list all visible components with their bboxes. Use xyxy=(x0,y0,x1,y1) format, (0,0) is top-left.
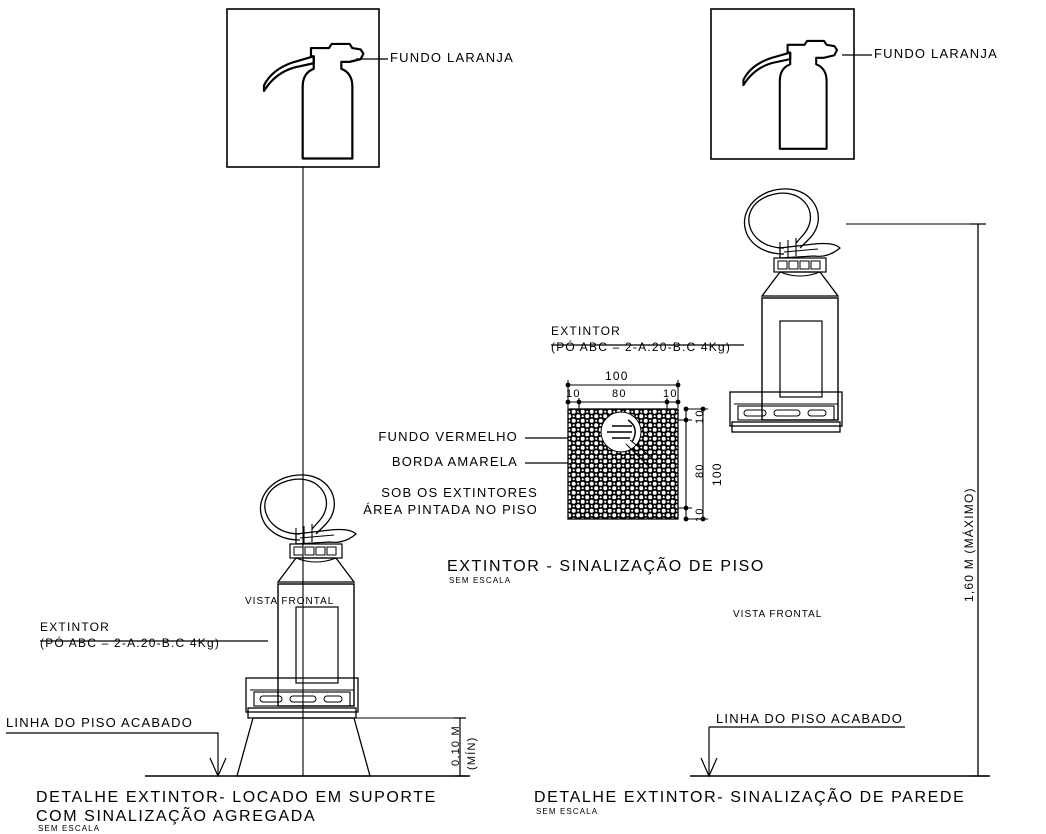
callout-fundo-vermelho: FUNDO VERMELHO xyxy=(378,429,518,444)
right-panel-geometry xyxy=(551,8,990,778)
dim-floor-top-margin: 10 xyxy=(694,409,706,424)
callout-fundo-laranja-right: FUNDO LARANJA xyxy=(874,46,998,61)
right-panel-title: DETALHE EXTINTOR- SINALIZAÇÃO DE PAREDE xyxy=(534,789,966,806)
dim-right-height: 1,60 M (MÁXIMO) xyxy=(962,487,976,602)
center-panel-geometry xyxy=(525,380,708,522)
dim-floor-overall-top: 100 xyxy=(605,369,629,383)
callout-borda-amarela: BORDA AMARELA xyxy=(391,454,518,469)
center-panel-scale-note: SEM ESCALA xyxy=(449,576,512,585)
left-panel-title-line2: COM SINALIZAÇÃO AGREGADA xyxy=(36,808,317,825)
floor-marking-square xyxy=(567,408,679,520)
dim-floor-left-margin: 10 xyxy=(566,388,581,400)
dim-floor-overall-right: 100 xyxy=(710,462,724,486)
dim-floor-inner-right: 80 xyxy=(694,463,706,478)
callout-extintor-left-line2: (PÓ ABC – 2-A:20-B:C 4Kg) xyxy=(40,636,221,650)
note-sob-os-extintores: SOB OS EXTINTORES xyxy=(381,485,538,500)
callout-extintor-left-line1: EXTINTOR xyxy=(40,620,111,634)
callout-extintor-right-line2: (PÓ ABC – 2-A:20-B:C 4Kg) xyxy=(551,340,732,354)
note-area-pintada-no-piso: ÁREA PINTADA NO PISO xyxy=(363,502,538,517)
floor-arrow-left xyxy=(209,757,227,778)
left-panel-title-line1: DETALHE EXTINTOR- LOCADO EM SUPORTE xyxy=(36,789,437,806)
callout-linha-piso-right: LINHA DO PISO ACABADO xyxy=(716,711,904,726)
dim-floor-bottom-margin: 10 xyxy=(694,507,706,522)
callout-extintor-right-line1: EXTINTOR xyxy=(551,324,622,338)
dim-left-height-value: 0,10 M xyxy=(450,725,462,766)
left-panel-scale-note: SEM ESCALA xyxy=(38,824,101,833)
callout-linha-piso-left: LINHA DO PISO ACABADO xyxy=(6,715,194,730)
dim-floor-right-margin: 10 xyxy=(663,388,678,400)
view-note-right: VISTA FRONTAL xyxy=(733,609,823,620)
dim-floor-inner-top: 80 xyxy=(612,388,627,400)
left-panel-geometry xyxy=(6,8,470,778)
view-note-left: VISTA FRONTAL xyxy=(245,596,335,607)
sign-box-right xyxy=(710,8,855,160)
callout-fundo-laranja-left: FUNDO LARANJA xyxy=(390,50,514,65)
right-panel-scale-note: SEM ESCALA xyxy=(536,807,599,816)
center-panel-title: EXTINTOR - SINALIZAÇÃO DE PISO xyxy=(447,558,765,575)
floor-arrow-right xyxy=(700,757,718,778)
dim-left-height-qualifier: (MÍN) xyxy=(466,736,478,771)
